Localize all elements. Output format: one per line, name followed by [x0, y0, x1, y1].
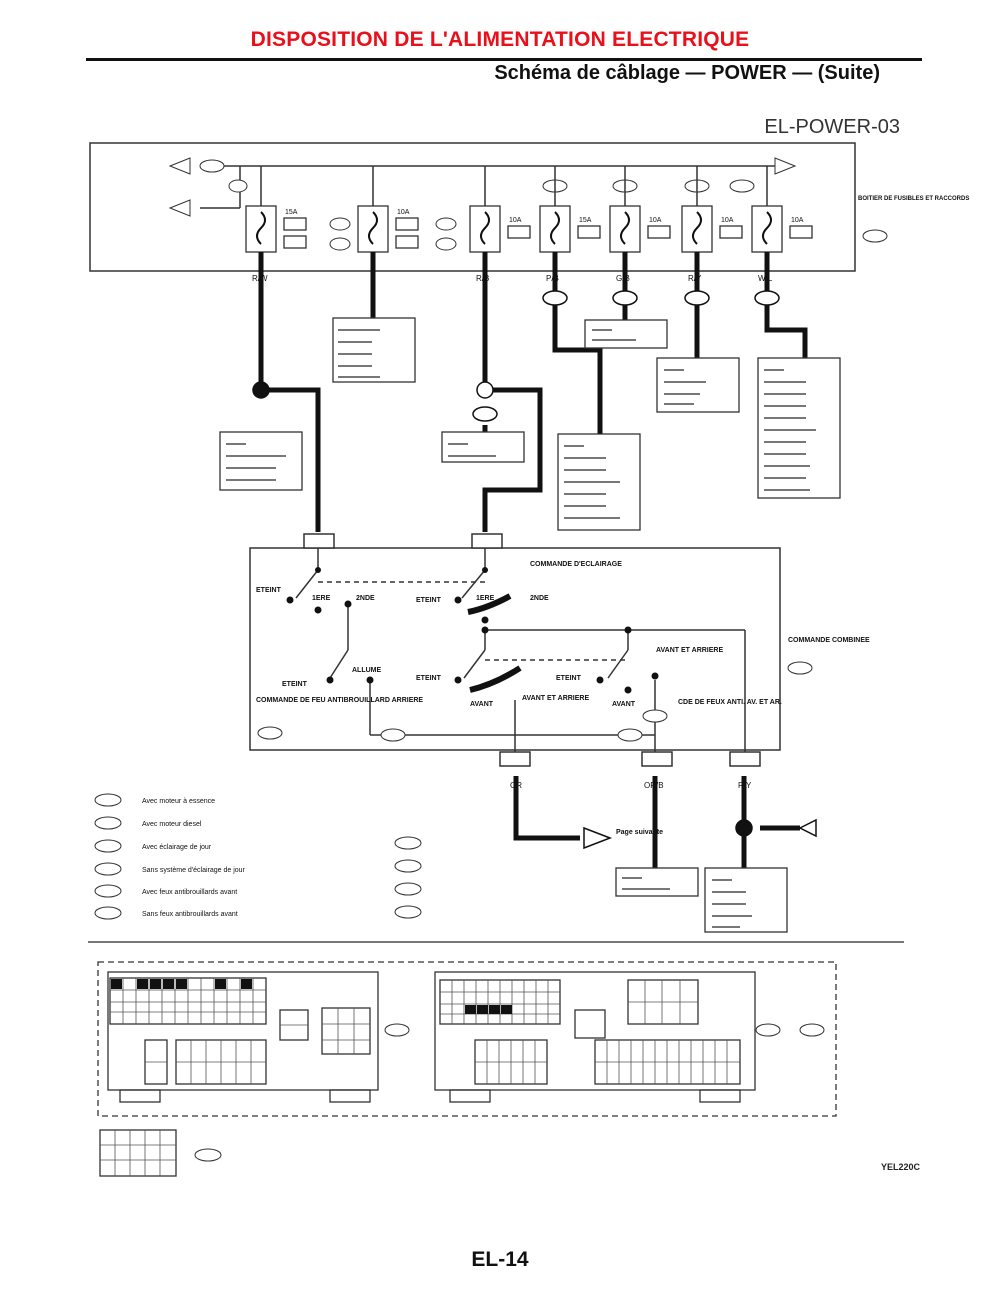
fuse-feed-lines [260, 166, 768, 206]
pos-front-2: AVANT [612, 701, 636, 708]
legend: Avec moteur à essence Avec moteur diesel… [94, 793, 422, 920]
fuse-rating: 15A [579, 217, 592, 224]
legend-item: Avec moteur à essence [142, 798, 215, 805]
next-page-label: Page suivante [616, 829, 663, 836]
legend-item: Avec éclairage de jour [142, 844, 212, 851]
fuse-block [89, 142, 856, 272]
pos-front-1: AVANT [470, 701, 494, 708]
pos-second-1: 2NDE [356, 595, 375, 602]
wire-label: R [370, 274, 376, 283]
switch-title: COMMANDE D'ECLAIRAGE [530, 561, 622, 568]
fuse-rating: 10A [509, 217, 522, 224]
title-rule [86, 58, 922, 61]
wire-label: R/B [476, 274, 489, 283]
page-title: DISPOSITION DE L'ALIMENTATION ELECTRIQUE [250, 28, 750, 51]
wire-label: R/Y [688, 274, 702, 283]
combo-switch-title: COMMANDE COMBINEE [788, 637, 870, 644]
legend-item: Avec moteur diesel [142, 821, 202, 828]
fuse-rating: 10A [721, 217, 734, 224]
page-subtitle: Schéma de câblage — POWER — (Suite) [494, 62, 880, 84]
figure-code: YEL220C [880, 1162, 920, 1172]
bottom-wire-labels: OR OR/B R/Y [510, 781, 752, 790]
pos-off-1: ETEINT [256, 587, 282, 594]
lighting-switch [249, 533, 781, 767]
wire-label-group: R/W R R/B P/B G/B R/Y W/L [252, 274, 773, 283]
fog-light-label: CDE DE FEUX ANTI. AV. ET AR. [678, 699, 782, 706]
legend-item: Avec feux antibrouillards avant [142, 889, 237, 896]
wire-label: W/L [758, 274, 773, 283]
diagram-id: EL-POWER-03 [764, 116, 900, 138]
pos-off-2: ETEINT [416, 597, 442, 604]
page-number: EL-14 [471, 1248, 529, 1271]
pos-on: ALLUME [352, 667, 381, 674]
pos-off-3: ETEINT [282, 681, 308, 688]
fuse-rating: 10A [397, 209, 410, 216]
fuse-block-label: BOITIER DE FUSIBLES ET RACCORDS [858, 196, 969, 202]
switch-contact-arc [467, 593, 512, 615]
fuse-symbols [256, 211, 772, 245]
switch-labels: COMMANDE D'ECLAIRAGE COMMANDE COMBINEE E… [256, 561, 870, 836]
connector-views [97, 961, 837, 1177]
box-text-lines [226, 329, 816, 928]
pos-first-1: 1ERE [312, 595, 331, 602]
wire-label: G/B [616, 274, 630, 283]
pos-front-rear-1: AVANT ET ARRIERE [522, 695, 589, 702]
connector-pin-grid [100, 978, 740, 1176]
bottom-wire-label: OR/B [644, 781, 664, 790]
switch-contacts [286, 567, 659, 694]
fuse-rating: 10A [791, 217, 804, 224]
fuse-rating-group: 15A 10A 10A 15A 10A 10A 10A [285, 209, 804, 224]
switch-connector-ovals [257, 661, 813, 742]
bottom-wire-label: R/Y [738, 781, 752, 790]
wire-label: R/W [252, 274, 268, 283]
connector-filled-pins [111, 979, 512, 1014]
fuse-rating: 10A [649, 217, 662, 224]
pos-off-5: ETEINT [556, 675, 582, 682]
fog-switch-label: COMMANDE DE FEU ANTIBROUILLARD ARRIERE [256, 697, 423, 704]
pos-front-rear-2: AVANT ET ARRIERE [656, 647, 723, 654]
legend-item: Sans feux antibrouillards avant [142, 911, 238, 918]
splices [252, 290, 817, 850]
bottom-wire-label: OR [510, 781, 522, 790]
wire-label: P/B [546, 274, 559, 283]
pos-off-4: ETEINT [416, 675, 442, 682]
fuse-rating: 15A [285, 209, 298, 216]
pos-second-2: 2NDE [530, 595, 549, 602]
legend-item: Sans système d'éclairage de jour [142, 867, 246, 874]
switch-contact-arc [469, 665, 522, 693]
connector-ovals [194, 1023, 825, 1162]
pos-first-2: 1ERE [476, 595, 495, 602]
